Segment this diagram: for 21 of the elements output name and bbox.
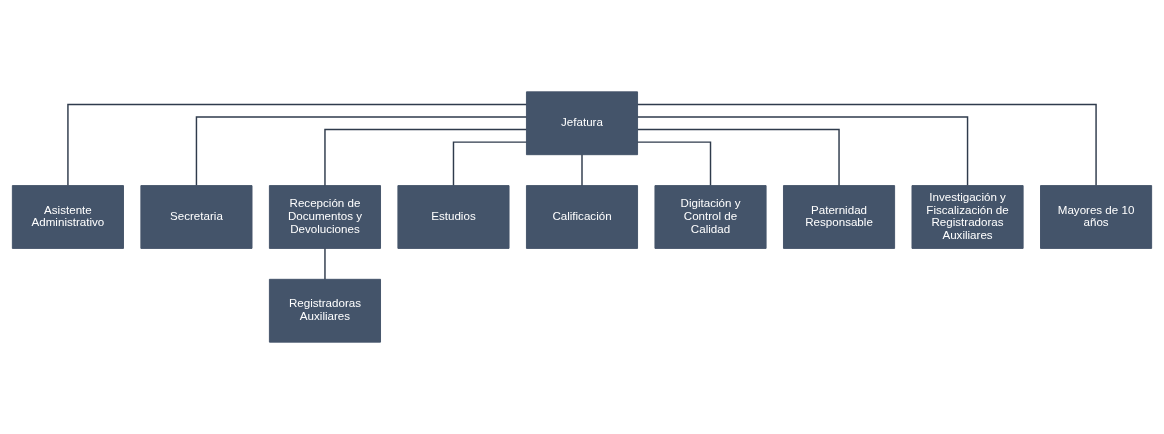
node-box: Paternidad Responsable xyxy=(783,185,896,249)
node-box: Estudios xyxy=(397,185,510,249)
connector xyxy=(636,116,969,187)
node-box: Recepción de Documentos y Devoluciones xyxy=(268,185,381,249)
connector xyxy=(452,141,528,186)
connector xyxy=(67,103,527,187)
node-box: Investigación y Fiscalización de Registradoras Auxiliares xyxy=(911,185,1024,249)
connector xyxy=(637,103,1097,187)
connector xyxy=(637,128,840,187)
connector xyxy=(324,128,527,187)
connector xyxy=(581,154,583,187)
node-box: Asistente Administrativo xyxy=(11,185,124,249)
connector xyxy=(195,116,528,187)
connector xyxy=(324,247,326,280)
node-box: Secretaria xyxy=(140,185,253,249)
node-box: Calificación xyxy=(525,185,639,249)
node-box: Registradoras Auxiliares xyxy=(268,278,381,343)
node-box: Jefatura xyxy=(525,91,639,156)
node-box: Mayores de 10 años xyxy=(1040,185,1153,249)
connector xyxy=(636,141,712,186)
node-box: Digitación y Control de Calidad xyxy=(654,185,767,249)
